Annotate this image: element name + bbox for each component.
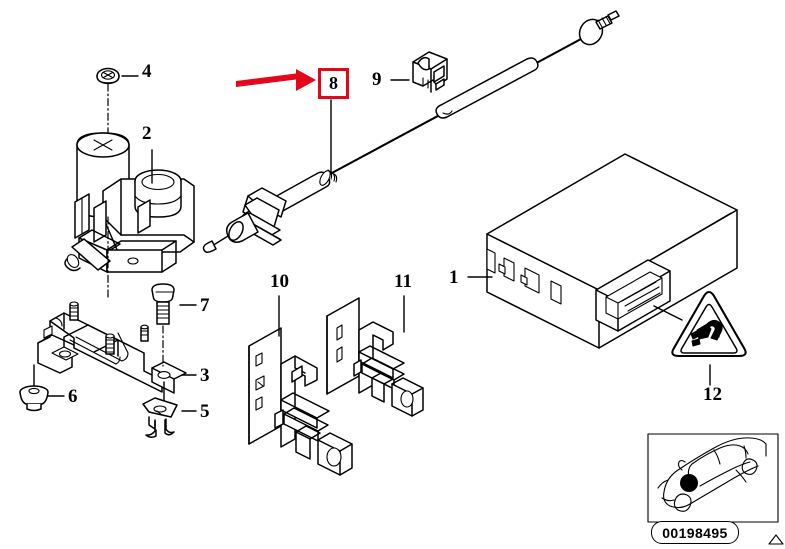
callout-9[interactable]: 9	[372, 69, 382, 90]
part-7-hex-bolt	[151, 283, 175, 325]
callout-4[interactable]: 4	[142, 61, 152, 82]
callout-3[interactable]: 3	[200, 365, 210, 386]
callout-5[interactable]: 5	[200, 401, 210, 422]
part-4-hex-nut	[96, 67, 120, 85]
callout-8-highlighted[interactable]: 8	[318, 68, 349, 99]
leader-12-to-module	[653, 305, 683, 321]
module-connector-port	[595, 259, 671, 332]
callout-11[interactable]: 11	[394, 271, 412, 292]
part-2-vacuum-pump	[64, 132, 195, 273]
vehicle-location-thumbnail	[647, 433, 779, 523]
callout-2[interactable]: 2	[142, 123, 152, 144]
part-5-spring-clip	[142, 397, 178, 439]
part-1-control-module	[486, 153, 738, 349]
part-8-actuator-cable-assembly	[202, 10, 620, 254]
part-3-bracket	[37, 301, 187, 394]
part-6-grommet	[19, 385, 49, 412]
callout-6[interactable]: 6	[68, 386, 78, 407]
part-9-cable-clip	[412, 51, 448, 93]
part-10-holder	[248, 327, 353, 476]
part-12-warning-label	[671, 290, 747, 358]
cable-ball-end	[578, 10, 620, 46]
callout-1[interactable]: 1	[449, 267, 459, 288]
cable-sleeve	[435, 57, 539, 119]
highlight-arrow	[236, 69, 316, 91]
callout-12[interactable]: 12	[703, 384, 722, 405]
actuator-body	[202, 169, 338, 254]
corner-triangle-marker	[768, 534, 784, 545]
diagram-id-badge: 00198495	[651, 521, 739, 544]
callout-10[interactable]: 10	[270, 271, 289, 292]
callout-7[interactable]: 7	[200, 295, 210, 316]
part-11-holder	[326, 297, 424, 417]
